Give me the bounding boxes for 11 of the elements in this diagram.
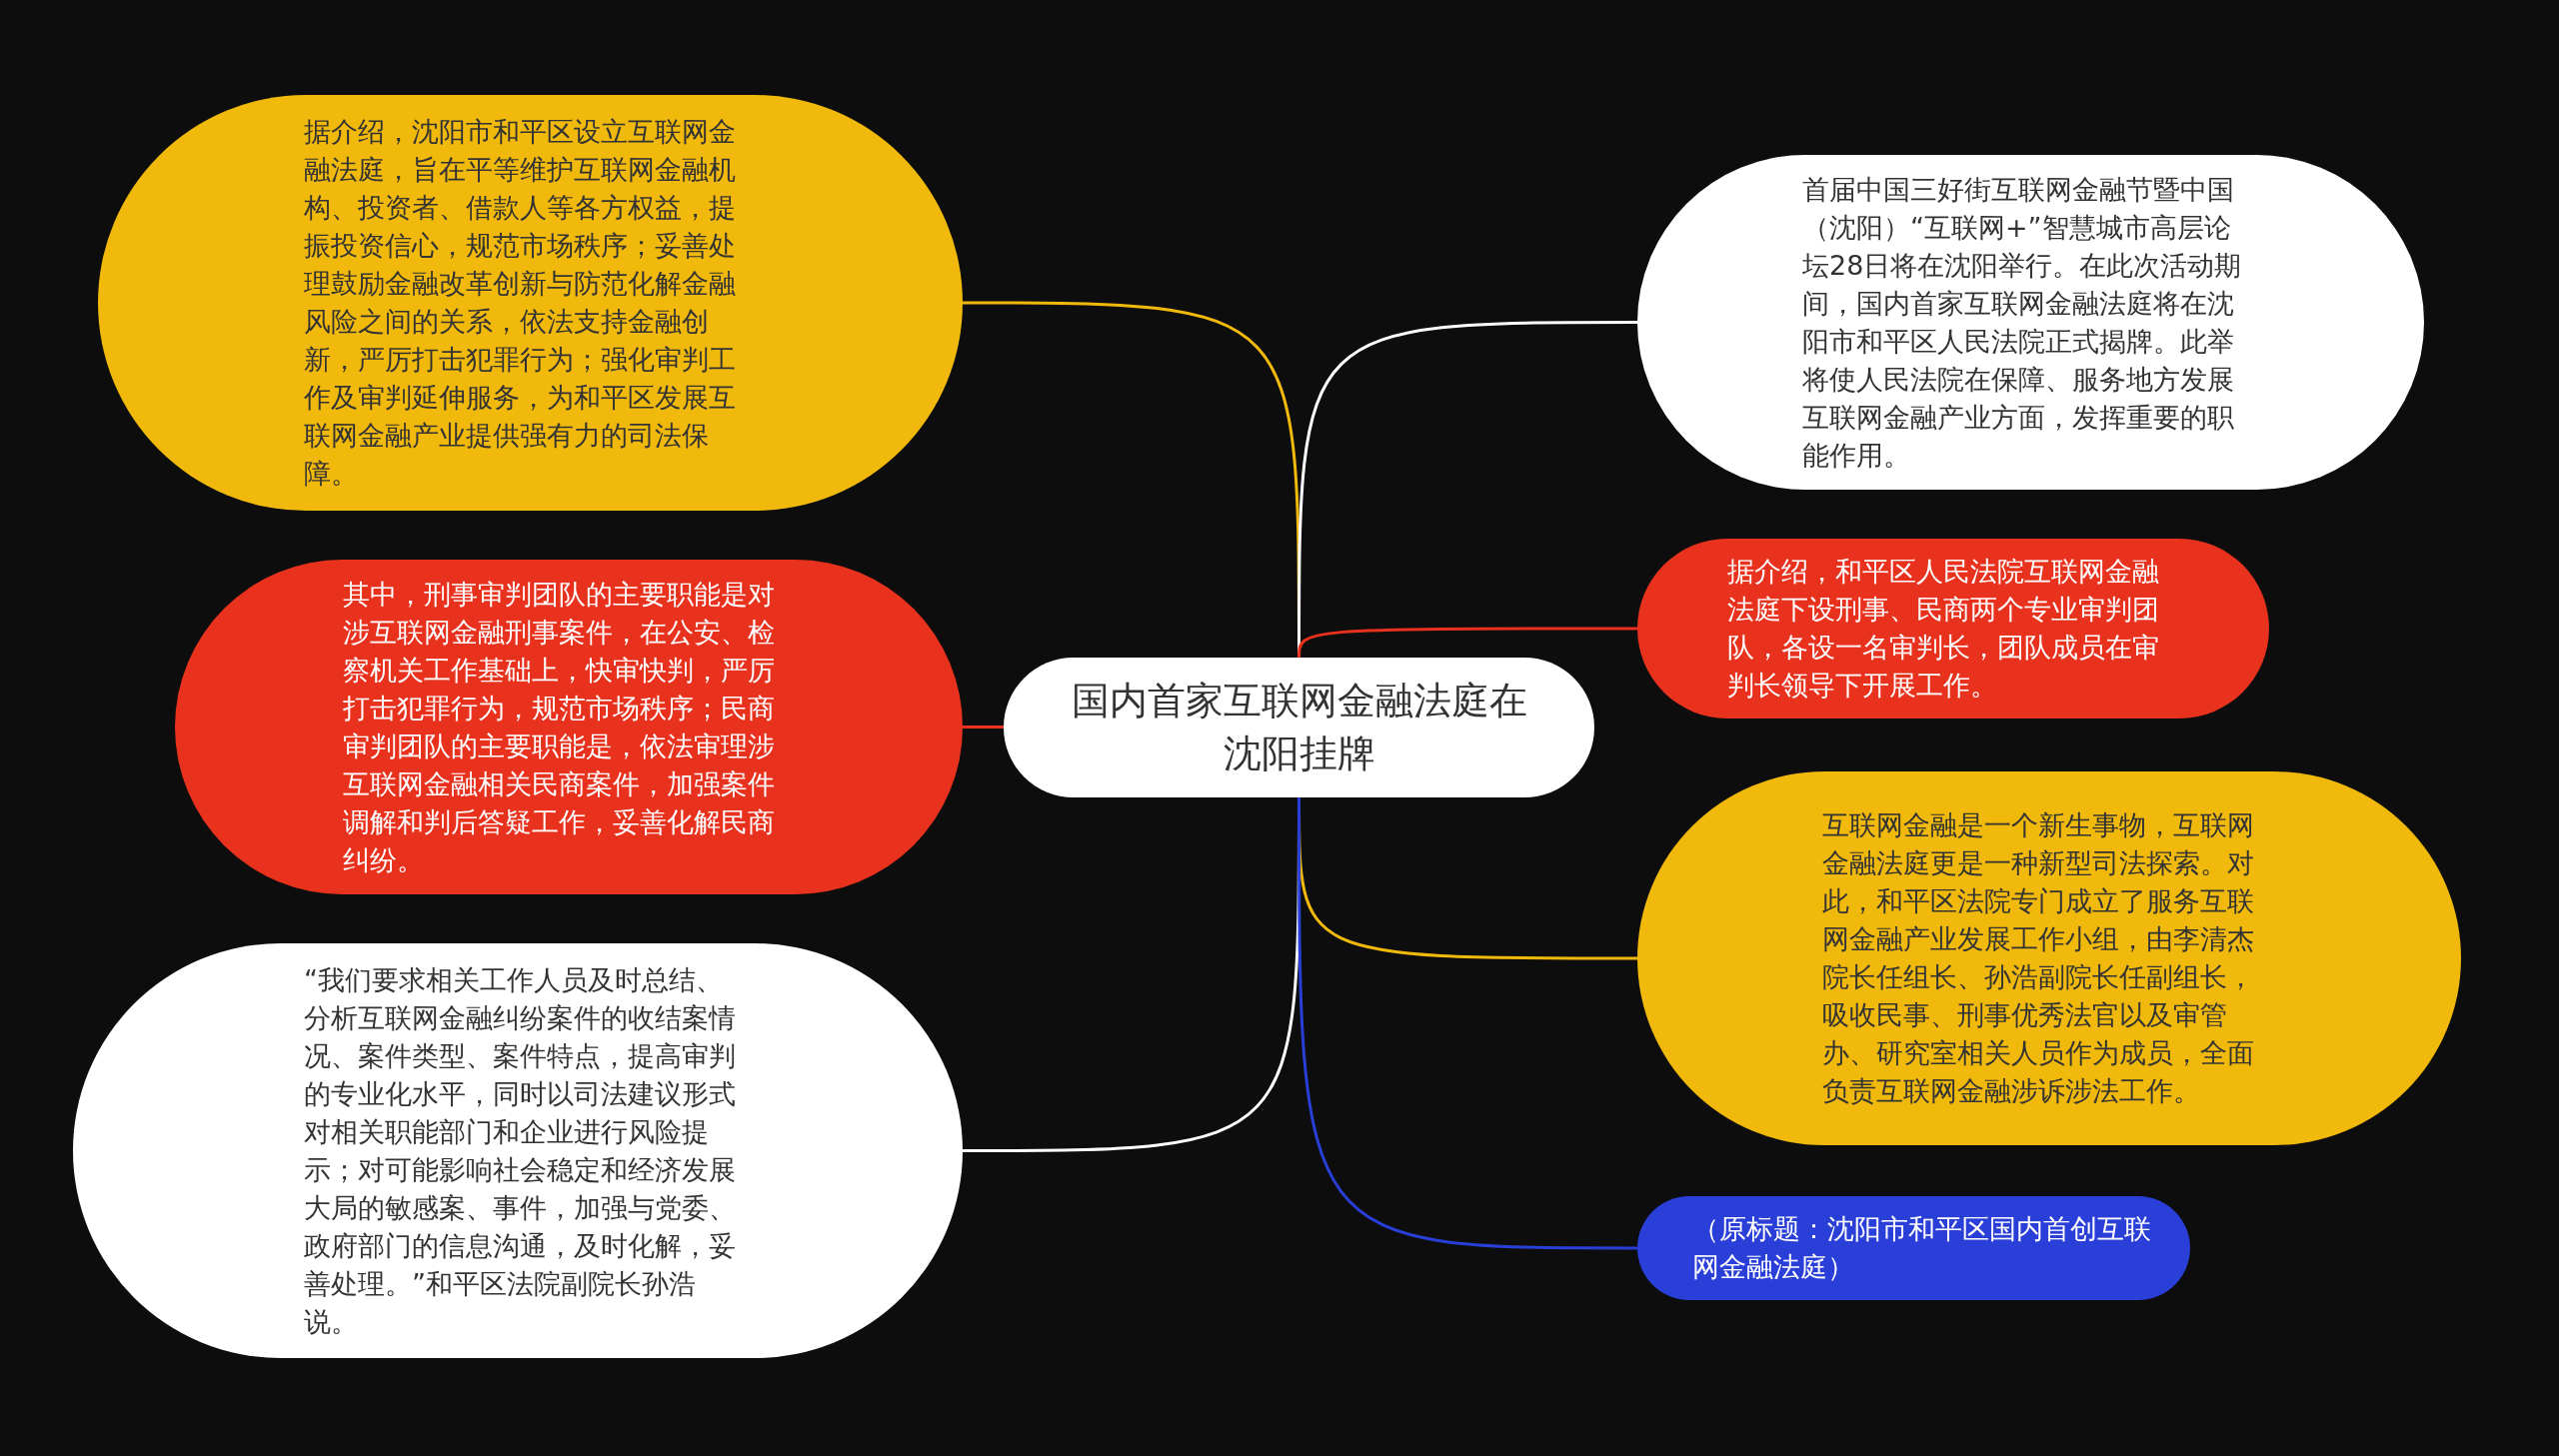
- note-text: 据介绍，沈阳市和平区设立互联网金融法庭，旨在平等维护互联网金融机构、投资者、借款人等各方权益，提振投资信心，规范市场秩序；妥善处理鼓励金融改革创新与防范化解金融风险之间的关系，依法支持金融创新，严厉打击犯罪行为；强化审判工作及审判延伸服务，为和平区发展互联网金融产业提供强有力的司法保障。: [304, 115, 737, 491]
- topic-text: 国内首家互联网金融法庭在沈阳挂牌: [1070, 677, 1528, 777]
- connector-line: [963, 726, 1004, 728]
- note-text: “我们要求相关工作人员及时总结、分析互联网金融纠纷案件的收结案情况、案件类型、案件特点，提高审判的专业化水平，同时以司法建议形式对相关职能部门和企业进行风险提示；对可能影响社会稳定和经济发展大局的敏感案、事件，加强与党委、政府部门的信息沟通，及时化解，妥善处理。”和平区法院副院长孙浩说。: [304, 962, 737, 1339]
- note-text: 互联网金融是一个新生事物，互联网金融法庭更是一种新型司法探索。对此，和平区法院专门成立了服务互联网金融产业发展工作小组，由李清杰院长任组长、孙浩副院长任副组长，吸收民事、刑事优秀法官以及审管办、研究室相关人员作为成员，全面负责互联网金融涉诉涉法工作。: [1822, 808, 2255, 1108]
- note-text: 其中，刑事审判团队的主要职能是对涉互联网金融刑事案件，在公安、检察机关工作基础上，快审快判，严厉打击犯罪行为，规范市场秩序；民商审判团队的主要职能是，依法审理涉互联网金融相关民商案件，加强案件调解和判后答疑工作，妥善化解民商纠纷。: [343, 577, 776, 877]
- connector-line: [1297, 797, 1637, 1250]
- note-text: 据介绍，和平区人民法院互联网金融法庭下设刑事、民商两个专业审判团队，各设一名审判长，团队成员在审判长领导下开展工作。: [1727, 555, 2160, 703]
- note-text: （原标题：沈阳市和平区国内首创互联网金融法庭）: [1692, 1212, 2152, 1284]
- note-text: 首届中国三好街互联网金融节暨中国（沈阳）“互联网+”智慧城市高层论坛28日将在沈阳举行。在此次活动期间，国内首家互联网金融法庭将在沈阳市和平区人民法院正式揭牌。此举将使人民法院在保障、服务地方发展互联网金融产业方面，发挥重要的职能作用。: [1802, 172, 2243, 473]
- connector-line: [1297, 627, 1637, 659]
